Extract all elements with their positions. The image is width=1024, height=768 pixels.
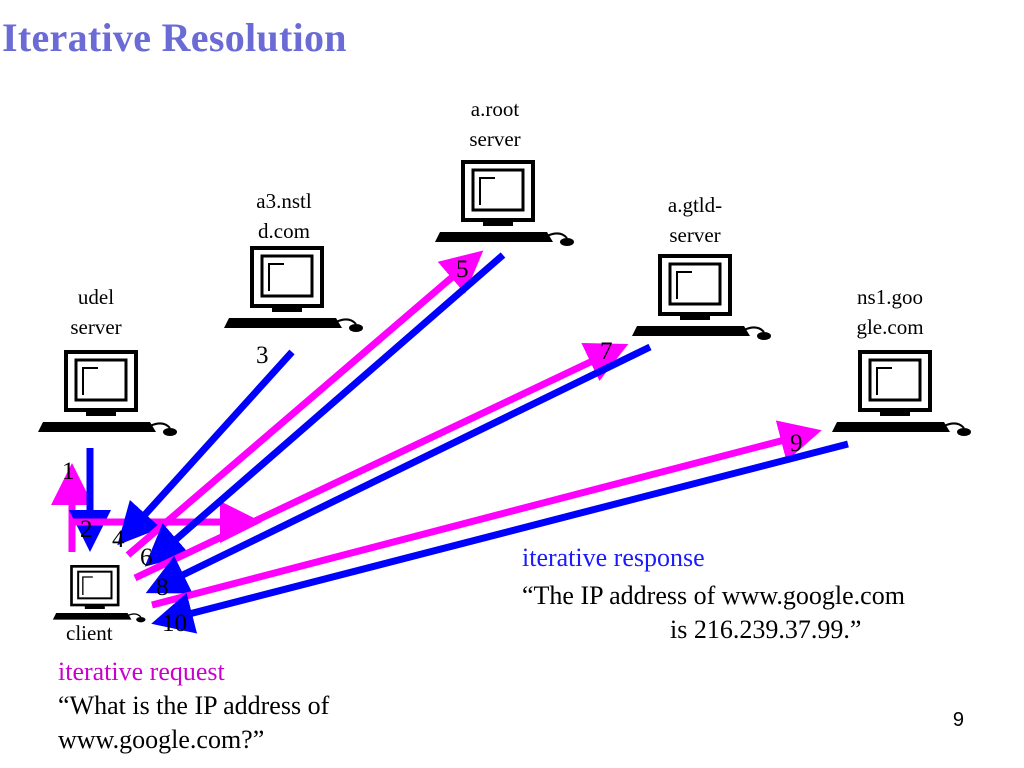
udel-server-computer-icon [38,350,177,436]
response-line-1: “The IP address of www.google.com [522,581,905,610]
arrow-5 [125,250,484,558]
root-server-label: a.root server [469,97,521,151]
client-label: client [66,621,113,645]
request-line-1: “What is the IP address of [58,691,330,720]
slide-title: Iterative Resolution [2,15,347,60]
step-1: 1 [62,458,75,485]
arrow-7 [133,343,629,582]
step-7: 7 [600,338,613,365]
client-computer-icon [52,565,146,623]
gtld-server-computer-icon [632,254,771,340]
gtld-server-label: a.gtld- server [667,193,723,247]
step-4: 4 [112,526,125,553]
step-3: 3 [256,342,269,369]
arrow-8 [145,343,652,594]
response-heading: iterative response [522,543,705,572]
step-5: 5 [456,256,469,283]
udel-server-label: udel server [70,285,122,339]
response-line-2: is 216.239.37.99.” [670,615,862,644]
nstld-server-label: a3.nstl d.com [256,189,312,243]
page-number: 9 [952,709,964,731]
google-ns-label: ns1.goo gle.com [856,285,924,339]
arrow-6 [144,252,506,567]
request-heading: iterative request [58,657,225,686]
arrow-10 [151,440,849,634]
arrow-9 [151,420,822,609]
step-9: 9 [790,430,803,457]
nstld-server-computer-icon [224,246,363,332]
step-6: 6 [140,544,153,571]
google-ns-computer-icon [832,350,971,436]
step-10: 10 [162,610,187,637]
step-2: 2 [80,516,93,543]
arrow-4 [117,349,295,546]
request-line-2: www.google.com?” [58,725,265,754]
root-server-computer-icon [435,160,574,246]
step-8: 8 [156,574,169,601]
